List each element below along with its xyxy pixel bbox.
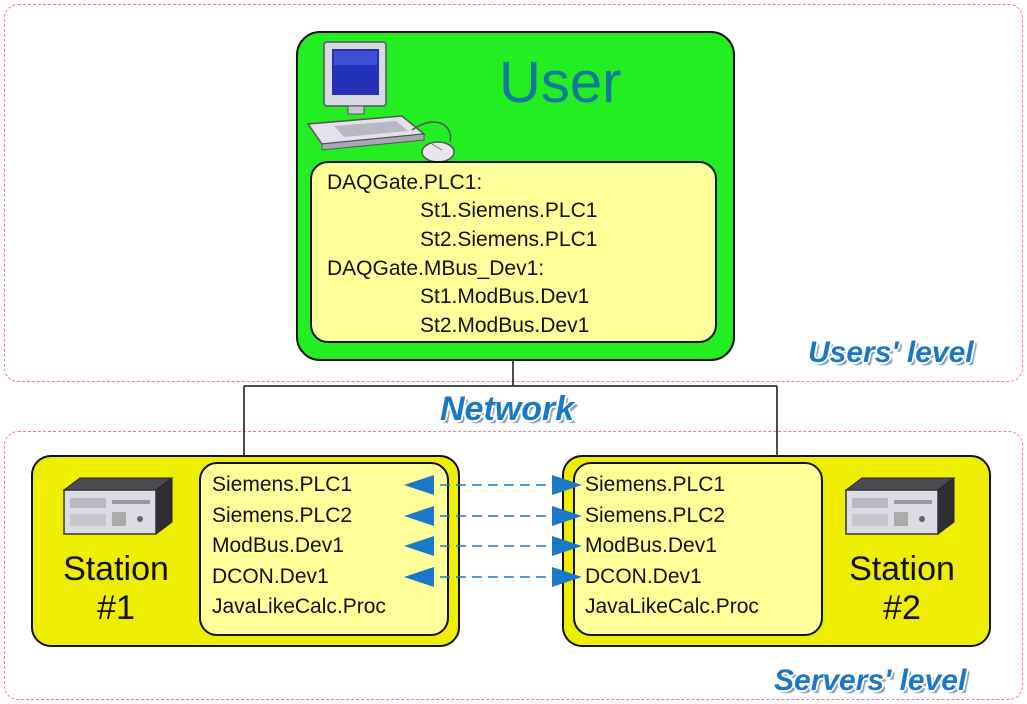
station-2-label: Station #2 — [832, 550, 972, 629]
station-2-label-line1: Station — [849, 550, 955, 588]
station-1-item: JavaLikeCalc.Proc — [212, 595, 386, 618]
gateway-1-source-2: St2.Siemens.PLC1 — [420, 228, 598, 251]
replication-arrow-1 — [404, 475, 582, 495]
server-icon — [842, 476, 960, 538]
station-1-item: ModBus.Dev1 — [212, 534, 344, 557]
station-2-item: ModBus.Dev1 — [585, 534, 717, 557]
computer-icon — [304, 38, 464, 168]
gateway-1-name: DAQGate.PLC1: — [327, 171, 483, 194]
servers-level-label: Servers' level — [774, 664, 967, 697]
station-1-item-list — [199, 462, 449, 636]
users-level-label: Users' level — [808, 336, 974, 369]
gateway-2-name: DAQGate.MBus_Dev1: — [327, 257, 545, 280]
station-1-item: DCON.Dev1 — [212, 565, 329, 588]
replication-arrow-3 — [404, 536, 582, 556]
station-2-label-line2: #2 — [883, 589, 921, 628]
station-1-label-line1: Station — [63, 550, 169, 588]
server-icon — [60, 476, 178, 538]
gateway-1-source-1: St1.Siemens.PLC1 — [420, 199, 598, 222]
station-1-label: Station #1 — [46, 550, 186, 629]
station-1-item: Siemens.PLC1 — [212, 473, 353, 496]
station-2-item: DCON.Dev1 — [585, 565, 702, 588]
user-gateway-list — [310, 161, 717, 343]
station-2-item: Siemens.PLC1 — [585, 473, 726, 496]
station-2-item: JavaLikeCalc.Proc — [585, 595, 759, 618]
gateway-2-source-2: St2.ModBus.Dev1 — [420, 314, 590, 337]
station-2-item-list — [573, 462, 823, 636]
replication-arrow-2 — [404, 506, 582, 526]
station-1-item: Siemens.PLC2 — [212, 504, 353, 527]
replication-arrow-4 — [404, 567, 582, 587]
station-1-label-line2: #1 — [97, 589, 135, 628]
gateway-2-source-1: St1.ModBus.Dev1 — [420, 285, 590, 308]
user-title: User — [499, 50, 622, 115]
servers-level-frame — [4, 431, 1023, 700]
network-label: Network — [440, 390, 575, 428]
station-2-item: Siemens.PLC2 — [585, 504, 726, 527]
